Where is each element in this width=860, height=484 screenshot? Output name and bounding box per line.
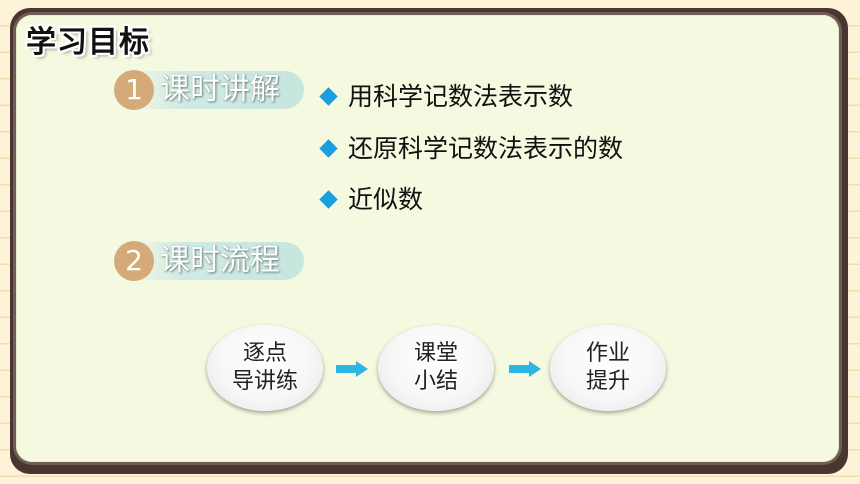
page-title: 学习目标 (26, 25, 150, 60)
right-arrow-icon (509, 361, 541, 377)
bullet-text: 用科学记数法表示数 (348, 82, 574, 111)
flow-node-line: 提升 (585, 369, 630, 394)
flow-node-line: 逐点 (242, 341, 287, 366)
bullet-text: 近似数 (348, 185, 424, 214)
flow-node-line: 课堂 (413, 341, 458, 366)
flow-node-line: 导讲练 (231, 369, 298, 394)
flow-node-practice[interactable]: 逐点 导讲练 (207, 325, 323, 411)
flow-node-summary[interactable]: 课堂 小结 (378, 325, 494, 411)
section-number: 1 (114, 70, 154, 110)
bullet-text: 还原科学记数法表示的数 (348, 134, 624, 163)
flow-node-homework[interactable]: 作业 提升 (550, 325, 666, 411)
right-arrow-icon (336, 361, 368, 377)
section-title: 课时流程 (160, 243, 280, 278)
section-title: 课时讲解 (160, 72, 280, 107)
section-number: 2 (114, 241, 154, 281)
flow-node-line: 小结 (413, 369, 458, 394)
flow-node-line: 作业 (585, 341, 630, 366)
section-pill (130, 71, 304, 109)
section-pill (130, 242, 304, 280)
